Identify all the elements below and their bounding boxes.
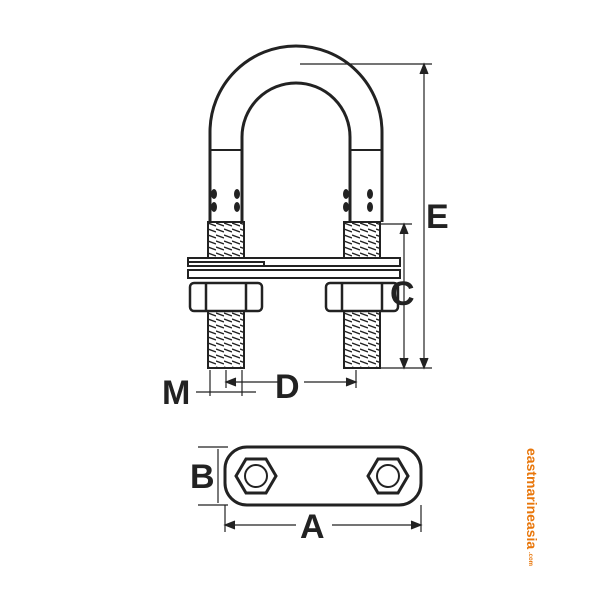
- right-hex-nut: [366, 457, 410, 495]
- brand-suffix: .com: [527, 552, 533, 566]
- left-thread: [207, 221, 245, 369]
- dimension-c: [380, 222, 412, 370]
- brand-text: eastmarineasia: [524, 448, 540, 549]
- right-nut: [324, 281, 400, 313]
- label-a: A: [300, 508, 325, 546]
- dimension-d-m: [196, 370, 358, 396]
- dimension-b: [198, 446, 228, 506]
- label-d: D: [275, 368, 300, 406]
- label-b: B: [190, 458, 215, 496]
- dimension-e: [300, 62, 432, 370]
- plate-top-view: [223, 445, 423, 507]
- brand-watermark: eastmarineasia .com: [524, 448, 540, 566]
- left-nut: [188, 281, 264, 313]
- u-bolt-bend: [208, 44, 384, 222]
- washer-plate: [187, 257, 401, 279]
- left-hex-nut: [234, 457, 278, 495]
- dimension-a: [223, 505, 423, 532]
- label-c: C: [390, 275, 415, 313]
- label-m: M: [162, 374, 190, 412]
- label-e: E: [426, 198, 449, 236]
- shank-marks: [211, 189, 373, 212]
